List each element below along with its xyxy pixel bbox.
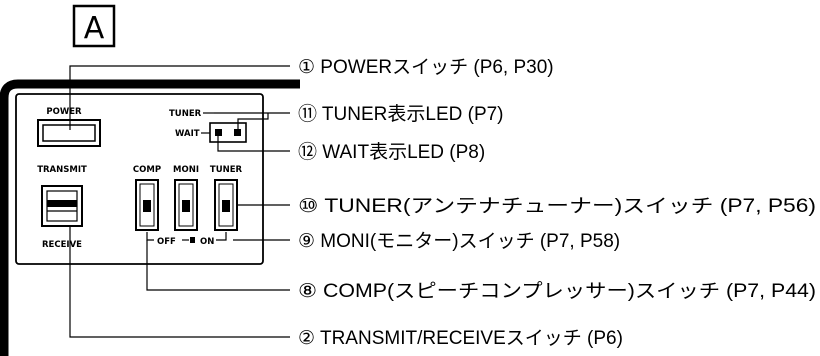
moni-label: MONI — [173, 165, 199, 175]
tuner-switch-label: TUNER — [210, 165, 243, 175]
callout-transmit-receive-switch: ② TRANSMIT/RECEIVEスイッチ (P6) — [298, 328, 623, 349]
wait-led-label: WAIT — [175, 129, 200, 139]
tuner-switch[interactable] — [214, 179, 238, 231]
moni-switch[interactable] — [174, 179, 198, 231]
callout-wait-led: ⑫ WAIT表示LED (P8) — [298, 141, 485, 163]
callout-comp-switch: ⑧ COMP(スピーチコンプレッサー)スイッチ (P7, P44) — [298, 280, 816, 302]
comp-switch[interactable] — [135, 179, 159, 231]
section-letter-box: A — [72, 4, 116, 48]
section-letter: A — [84, 11, 105, 46]
radio-body-outline — [0, 79, 300, 356]
off-label: OFF — [157, 237, 176, 247]
transmit-label: TRANSMIT — [37, 165, 87, 175]
on-label: ON — [200, 237, 214, 247]
transmit-receive-switch[interactable] — [41, 185, 83, 227]
leader-lines — [69, 65, 290, 338]
callout-tuner-led: ⑪ TUNER表示LED (P7) — [298, 103, 504, 125]
led-housing — [209, 122, 247, 143]
comp-label: COMP — [133, 165, 161, 175]
tuner-led-label: TUNER — [169, 109, 202, 119]
receive-label: RECEIVE — [42, 240, 82, 250]
callout-power-switch: ① POWERスイッチ (P6, P30) — [298, 57, 554, 78]
callout-tuner-switch: ⑩ TUNER(アンテナチューナー)スイッチ (P7, P56) — [298, 196, 816, 217]
power-label: POWER — [46, 107, 82, 117]
tuner-led — [234, 129, 241, 136]
wait-led — [215, 129, 222, 136]
power-switch[interactable] — [37, 119, 101, 147]
callout-moni-switch: ⑨ MONI(モニター)スイッチ (P7, P58) — [298, 230, 620, 252]
